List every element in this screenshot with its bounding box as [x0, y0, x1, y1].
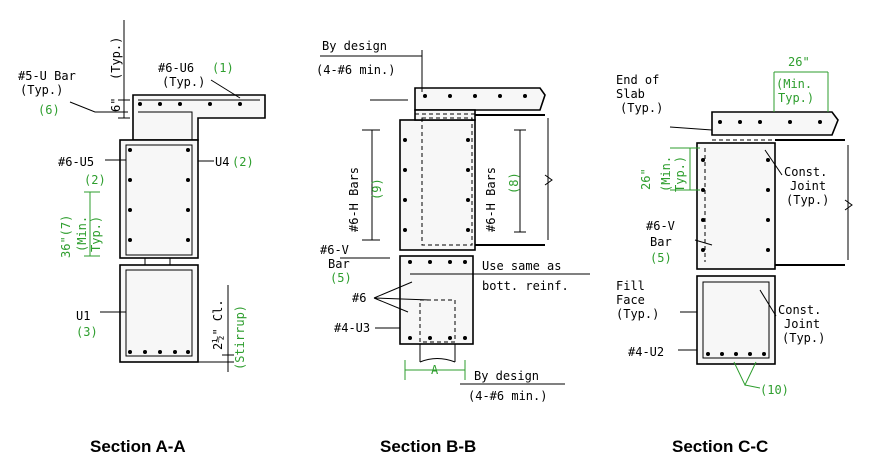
dim-36-label: 36"(7)	[59, 215, 73, 258]
n6-label: #6	[352, 291, 366, 305]
num-10-label: (10)	[760, 383, 789, 397]
dim-36-min: (Min.	[75, 216, 89, 252]
face-label: Face	[616, 293, 645, 307]
caption-section-a: Section A-A	[90, 437, 186, 456]
v-bar-label: #6-V	[320, 243, 349, 257]
by-design-top: By design	[322, 39, 387, 53]
dim-6-typ: (Typ.)	[109, 37, 123, 80]
dim-26-left: 26"	[639, 168, 653, 190]
fill-label: Fill	[616, 279, 645, 293]
section-c-drawing	[669, 71, 853, 389]
v-bar-label-2: Bar	[328, 257, 350, 271]
u1-num: (3)	[76, 325, 98, 339]
typ-top-label: Typ.)	[778, 91, 814, 105]
h-left-num: (9)	[370, 178, 384, 200]
const-typ-2: (Typ.)	[782, 331, 825, 345]
dim-6-label: 6"	[109, 98, 123, 112]
typ-left-label: Typ.)	[673, 156, 687, 192]
dim-26-top: 26"	[788, 55, 810, 69]
u1-label: U1	[76, 309, 90, 323]
dim-a-label: A	[431, 363, 439, 377]
clear-label: 2½" Cl.	[211, 299, 225, 350]
slab-label: Slab	[616, 87, 645, 101]
bott-reinf-label: bott. reinf.	[482, 279, 569, 293]
min-bot: (4-#6 min.)	[468, 389, 547, 403]
u6-typ: (Typ.)	[162, 75, 205, 89]
section-c-labels: End of Slab (Typ.) 26" (Min. Typ.) 26" (…	[616, 55, 829, 397]
section-b-drawing	[320, 50, 590, 385]
v-bar-label-c: #6-V	[646, 219, 675, 233]
h-right-num: (8)	[507, 172, 521, 194]
stirrup-label: (Stirrup)	[233, 305, 247, 370]
end-of-label: End of	[616, 73, 659, 87]
v-bar-label-c-2: Bar	[650, 235, 672, 249]
caption-section-c: Section C-C	[672, 437, 768, 456]
u-bar-label: #5-U Bar	[18, 69, 76, 83]
section-a-drawing	[69, 20, 266, 372]
u5-label: #6-U5	[58, 155, 94, 169]
const-typ-1: (Typ.)	[786, 193, 829, 207]
u6-num: (1)	[212, 61, 234, 75]
min-left-label: (Min.	[659, 156, 673, 192]
by-design-bot: By design	[474, 369, 539, 383]
u3-label: #4-U3	[334, 321, 370, 335]
u-bar-typ: (Typ.)	[20, 83, 63, 97]
u4-num: (2)	[232, 155, 254, 169]
const-joint-1: Const.	[784, 165, 827, 179]
u6-label: #6-U6	[158, 61, 194, 75]
joint-label-1: Joint	[790, 179, 826, 193]
v-bar-num: (5)	[330, 271, 352, 285]
section-b-labels: By design (4-#6 min.) #6-H Bars (9) #6-H…	[316, 39, 569, 403]
u4-label: U4	[215, 155, 229, 169]
face-typ-label: (Typ.)	[616, 307, 659, 321]
caption-section-b: Section B-B	[380, 437, 476, 456]
use-same-label: Use same as	[482, 259, 561, 273]
section-a-labels: #5-U Bar (Typ.) (6) 6" (Typ.) #6-U6 (1) …	[18, 37, 254, 370]
dim-36-typ: Typ.)	[89, 216, 103, 252]
h-bars-left: #6-H Bars	[347, 167, 361, 232]
u2-label: #4-U2	[628, 345, 664, 359]
slab-typ-label: (Typ.)	[620, 101, 663, 115]
joint-label-2: Joint	[784, 317, 820, 331]
min-top: (4-#6 min.)	[316, 63, 395, 77]
u5-num: (2)	[84, 173, 106, 187]
v-bar-num-c: (5)	[650, 251, 672, 265]
h-bars-right: #6-H Bars	[484, 167, 498, 232]
u-bar-num: (6)	[38, 103, 60, 117]
min-top-label: (Min.	[776, 77, 812, 91]
const-joint-2: Const.	[778, 303, 821, 317]
